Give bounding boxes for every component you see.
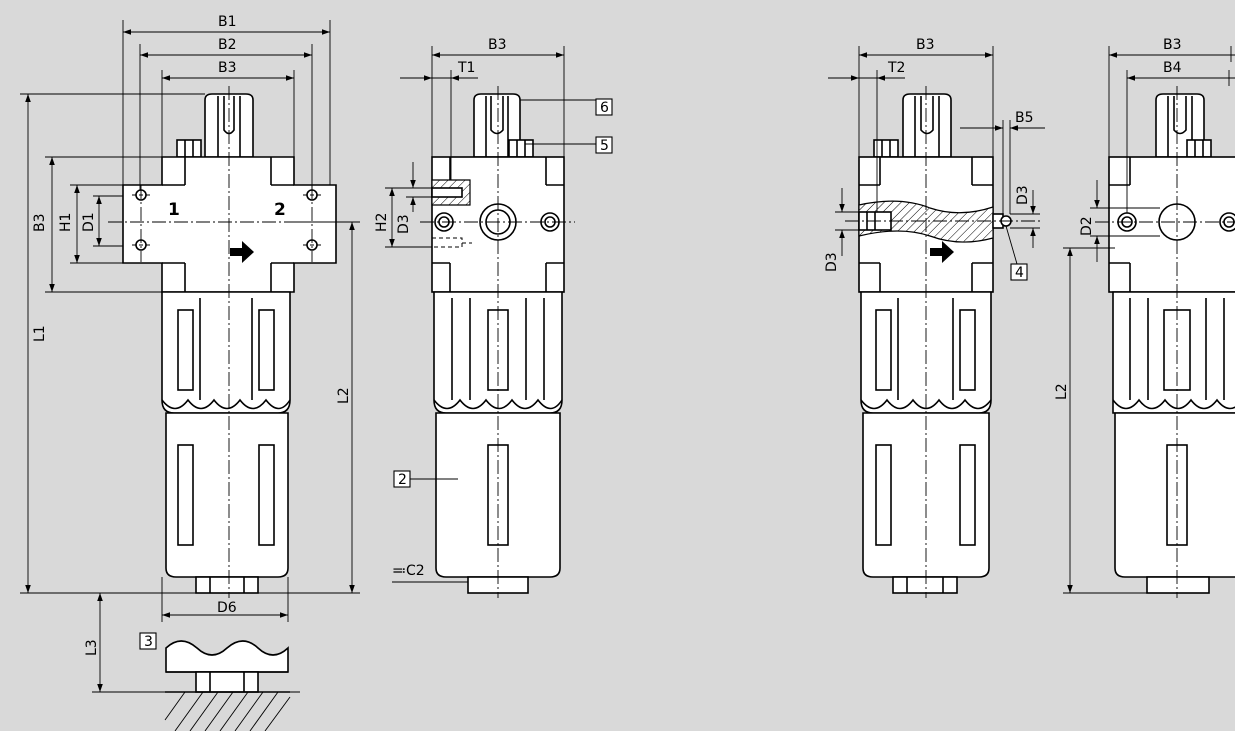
section-dimensions: B3 T2 D3 B5 D3 4 [824,37,1045,281]
dim-d6: D6 [217,600,237,616]
dim-b5: B5 [1015,110,1034,126]
section-view [845,86,1040,598]
port-holes [132,185,321,262]
wrench-size-label: ≕C2 [392,563,425,579]
upper-bowl [161,291,291,414]
side-view [420,86,575,598]
ref-box-2: 2 [398,472,407,488]
dim-b2: B2 [218,37,237,53]
dim-l2-front: L2 [336,387,352,404]
front-view: 1 2 [108,86,360,598]
ref-box-6: 6 [600,100,609,116]
dim-b1: B1 [218,14,237,30]
dim-d3-section-right: D3 [1015,185,1031,205]
side-fitting [508,139,534,158]
flow-arrow-icon [230,241,254,263]
dim-d3-section-left: D3 [824,252,840,272]
ref-box-3: 3 [144,634,153,650]
dim-l1: L1 [32,325,48,342]
rear-dimensions: B3 B4 D2 L2 [1054,37,1235,594]
ref-box-5: 5 [600,138,609,154]
dim-h1: H1 [58,213,74,232]
dim-d1: D1 [81,212,97,232]
lower-bowl [165,412,289,594]
dim-b3-vertical: B3 [32,213,48,232]
dim-l2-rear: L2 [1054,383,1070,400]
rear-view [1095,86,1235,598]
dim-d2: D2 [1079,216,1095,236]
dim-b3-side: B3 [488,37,507,53]
dim-t1: T1 [457,60,475,76]
dim-l3: L3 [84,639,100,656]
dim-d3-side: D3 [396,214,412,234]
dim-b3-front: B3 [218,60,237,76]
dim-b4: B4 [1163,60,1182,76]
port-2-label: 2 [274,200,286,220]
front-dimensions: B1 B2 B3 L1 B3 H1 D1 L2 [20,14,360,731]
section-knob [902,93,952,158]
side-dimensions: B3 T1 H2 D3 6 5 2 ≕C2 [374,37,613,583]
top-fitting [176,139,202,158]
dim-h2: H2 [374,213,390,232]
flow-arrow-icon [930,241,954,263]
dim-b3-section: B3 [916,37,935,53]
dim-t2: T2 [887,60,905,76]
dim-b3-rear: B3 [1163,37,1182,53]
port-1-label: 1 [168,200,180,220]
ref-box-4: 4 [1015,265,1024,281]
floor-hatch [164,691,291,731]
body-block [122,156,337,293]
